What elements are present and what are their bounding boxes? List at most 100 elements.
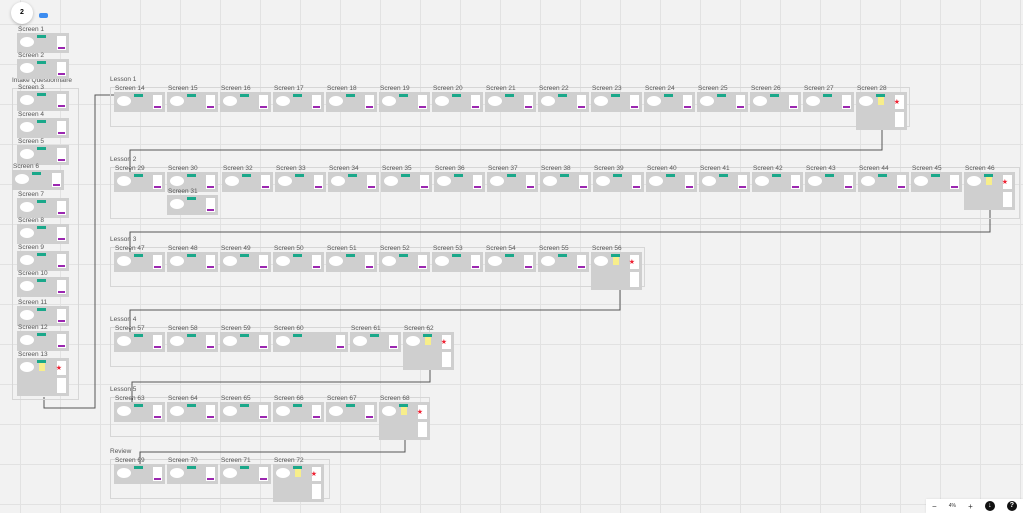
speech-bubble: [20, 362, 34, 372]
screen-frame[interactable]: [167, 332, 218, 352]
screen-frame[interactable]: [114, 332, 165, 352]
screen-frame[interactable]: [805, 172, 856, 192]
screen-frame[interactable]: [328, 172, 379, 192]
screen-label: Screen 62: [404, 325, 434, 332]
screen-frame[interactable]: [593, 172, 644, 192]
screen-frame[interactable]: [12, 170, 64, 190]
sticky-note: [613, 257, 619, 265]
screen-frame[interactable]: [485, 92, 536, 112]
screen-frame[interactable]: [540, 172, 591, 192]
screen-frame[interactable]: [381, 172, 432, 192]
screen-frame[interactable]: [220, 464, 271, 484]
screen-frame[interactable]: [538, 252, 589, 272]
screen-frame[interactable]: [114, 402, 165, 422]
screen-frame[interactable]: [114, 464, 165, 484]
screen-frame[interactable]: [803, 92, 854, 112]
screen-frame[interactable]: ★: [591, 252, 642, 290]
screen-frame[interactable]: [591, 92, 642, 112]
help-button[interactable]: ?: [1006, 501, 1017, 511]
screen-frame[interactable]: [114, 172, 165, 192]
screen-frame[interactable]: ★: [403, 332, 454, 370]
screen-frame[interactable]: [434, 172, 485, 192]
screen-frame[interactable]: [432, 252, 483, 272]
screen-frame[interactable]: [273, 332, 348, 352]
screen-label: Screen 50: [274, 245, 304, 252]
zoom-in-button[interactable]: +: [968, 501, 973, 511]
screen-label: Screen 9: [18, 244, 45, 251]
screen-frame[interactable]: [17, 224, 69, 244]
screen-frame[interactable]: [326, 402, 377, 422]
screen-frame[interactable]: [167, 92, 218, 112]
screen-frame[interactable]: [432, 92, 483, 112]
screen-frame[interactable]: [644, 92, 695, 112]
screen-frame[interactable]: [17, 145, 69, 165]
screen-frame[interactable]: [487, 172, 538, 192]
card: [791, 175, 800, 189]
sticky-tag: [560, 174, 569, 177]
lesson-group: [110, 247, 645, 287]
screen-frame[interactable]: ★: [17, 358, 69, 396]
screen-frame[interactable]: [538, 92, 589, 112]
screen-frame[interactable]: [275, 172, 326, 192]
collaborator-count-avatar[interactable]: 2: [11, 2, 33, 24]
card: [420, 175, 429, 189]
screen-frame[interactable]: [326, 92, 377, 112]
screen-frame[interactable]: [17, 251, 69, 271]
screen-label: Screen 32: [223, 165, 253, 172]
screen-frame[interactable]: [699, 172, 750, 192]
screen-frame[interactable]: [697, 92, 748, 112]
screen-frame[interactable]: [17, 277, 69, 297]
screen-frame[interactable]: [646, 172, 697, 192]
speech-bubble: [278, 176, 292, 186]
sticky-tag: [240, 404, 249, 407]
screen-frame[interactable]: [750, 92, 801, 112]
screen-frame[interactable]: [220, 252, 271, 272]
zoom-out-button[interactable]: −: [932, 501, 937, 511]
sticky-tag: [37, 61, 46, 64]
screen-frame[interactable]: [379, 92, 430, 112]
screen-frame[interactable]: [17, 306, 69, 326]
card: ★: [311, 467, 321, 481]
screen-frame[interactable]: [167, 464, 218, 484]
screen-frame[interactable]: [220, 92, 271, 112]
screen-frame[interactable]: [17, 33, 69, 53]
screen-frame[interactable]: [167, 195, 218, 215]
list-card: [1003, 192, 1012, 207]
screen-frame[interactable]: [17, 91, 69, 111]
download-icon[interactable]: ↓: [984, 501, 995, 511]
screen-frame[interactable]: [350, 332, 401, 352]
screen-label: Screen 5: [18, 138, 45, 145]
screen-frame[interactable]: [167, 252, 218, 272]
screen-frame[interactable]: ★: [379, 402, 430, 440]
screen-frame[interactable]: [17, 198, 69, 218]
screen-frame[interactable]: [17, 331, 69, 351]
screen-frame[interactable]: [485, 252, 536, 272]
screen-frame[interactable]: [379, 252, 430, 272]
screen-frame[interactable]: [273, 252, 324, 272]
screen-frame[interactable]: [858, 172, 909, 192]
screen-frame[interactable]: ★: [856, 92, 907, 130]
screen-frame[interactable]: [752, 172, 803, 192]
speech-bubble: [806, 96, 820, 106]
sticky-tag: [134, 404, 143, 407]
screen-frame[interactable]: [273, 92, 324, 112]
sticky-tag: [134, 94, 143, 97]
screen-frame[interactable]: [220, 402, 271, 422]
card: [259, 95, 268, 109]
screen-frame[interactable]: ★: [964, 172, 1015, 210]
screen-frame[interactable]: [326, 252, 377, 272]
screen-frame[interactable]: [167, 402, 218, 422]
screen-frame[interactable]: [17, 59, 69, 79]
screen-frame[interactable]: [911, 172, 962, 192]
screen-frame[interactable]: [167, 172, 218, 192]
screen-frame[interactable]: [273, 402, 324, 422]
screen-frame[interactable]: [114, 92, 165, 112]
screen-frame[interactable]: [17, 118, 69, 138]
screen-frame[interactable]: [114, 252, 165, 272]
zoom-level[interactable]: 4%: [948, 503, 957, 509]
screen-frame[interactable]: [220, 332, 271, 352]
screen-label: Screen 51: [327, 245, 357, 252]
screen-frame[interactable]: [222, 172, 273, 192]
screen-frame[interactable]: ★: [273, 464, 324, 502]
